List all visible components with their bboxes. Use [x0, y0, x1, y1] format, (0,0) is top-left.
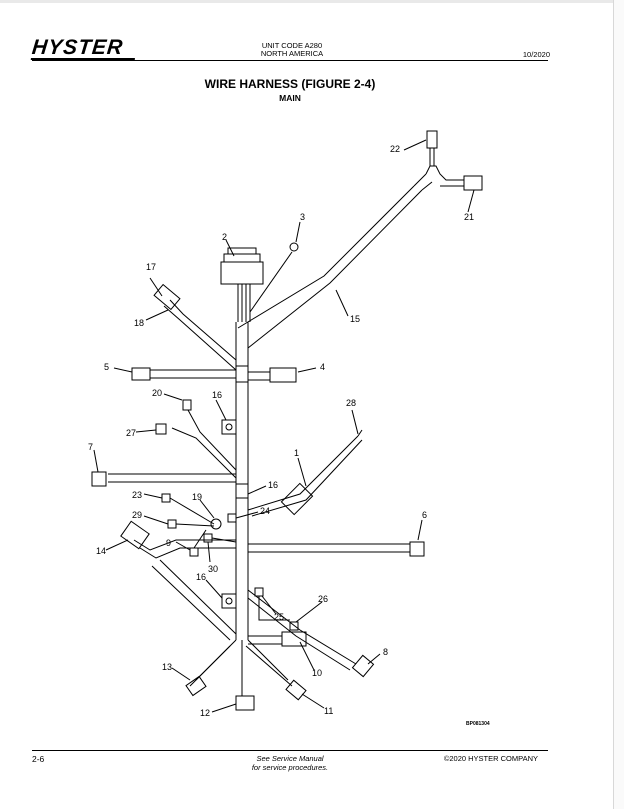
- unit-code-block: UNIT CODE A280 NORTH AMERICA: [252, 42, 332, 58]
- region: NORTH AMERICA: [260, 49, 324, 58]
- header-rule: [32, 60, 548, 61]
- callout-16-low: 16: [196, 572, 206, 582]
- callout-16-mid: 16: [268, 480, 278, 490]
- callout-3: 3: [300, 212, 305, 222]
- footer-rule: [32, 750, 548, 751]
- callout-29: 29: [132, 510, 142, 520]
- page-number: 2-6: [32, 754, 45, 764]
- callout-11: 11: [324, 706, 333, 716]
- figure-title: WIRE HARNESS (FIGURE 2-4): [204, 77, 376, 91]
- unit-code: UNIT CODE A280: [261, 41, 323, 50]
- callout-13: 13: [162, 662, 172, 672]
- callout-labels: 1 2 3 4 5 6 7 8 9 10 11 12 13 14 15 16 1…: [88, 144, 490, 727]
- callout-30: 30: [208, 564, 218, 574]
- callout-2: 2: [222, 232, 227, 242]
- callout-10: 10: [312, 668, 322, 678]
- callout-19: 19: [192, 492, 202, 502]
- figure-id: BP081304: [466, 721, 490, 727]
- callout-20: 20: [152, 388, 162, 398]
- viewer-scrollbar[interactable]: [613, 0, 624, 809]
- callout-23: 23: [132, 490, 142, 500]
- callout-26: 26: [318, 594, 328, 604]
- callout-9: 9: [166, 538, 171, 548]
- revision-date: 10/2020: [522, 50, 550, 59]
- service-note-line2: for service procedures.: [251, 763, 329, 772]
- callout-12: 12: [200, 708, 210, 718]
- callout-7: 7: [88, 442, 93, 452]
- viewer-top-bar: [0, 0, 624, 3]
- callout-5: 5: [104, 362, 109, 372]
- callout-8: 8: [383, 647, 388, 657]
- callout-27: 27: [126, 428, 136, 438]
- callout-15: 15: [350, 314, 360, 324]
- callout-16-top: 16: [212, 390, 222, 400]
- service-note: See Service Manual for service procedure…: [240, 754, 340, 772]
- callout-28: 28: [346, 398, 356, 408]
- callout-6: 6: [422, 510, 427, 520]
- callout-1: 1: [294, 448, 299, 458]
- callout-22: 22: [390, 144, 400, 154]
- service-note-line1: See Service Manual: [256, 754, 324, 763]
- callout-14: 14: [96, 546, 106, 556]
- callout-17: 17: [146, 262, 156, 272]
- callout-25: 25: [274, 612, 284, 622]
- figure-subtitle: MAIN: [279, 93, 301, 103]
- copyright: ©2020 HYSTER COMPANY: [443, 754, 538, 763]
- callout-18: 18: [134, 318, 144, 328]
- callout-24: 24: [260, 506, 270, 516]
- callout-21: 21: [464, 212, 474, 222]
- callout-4: 4: [320, 362, 325, 372]
